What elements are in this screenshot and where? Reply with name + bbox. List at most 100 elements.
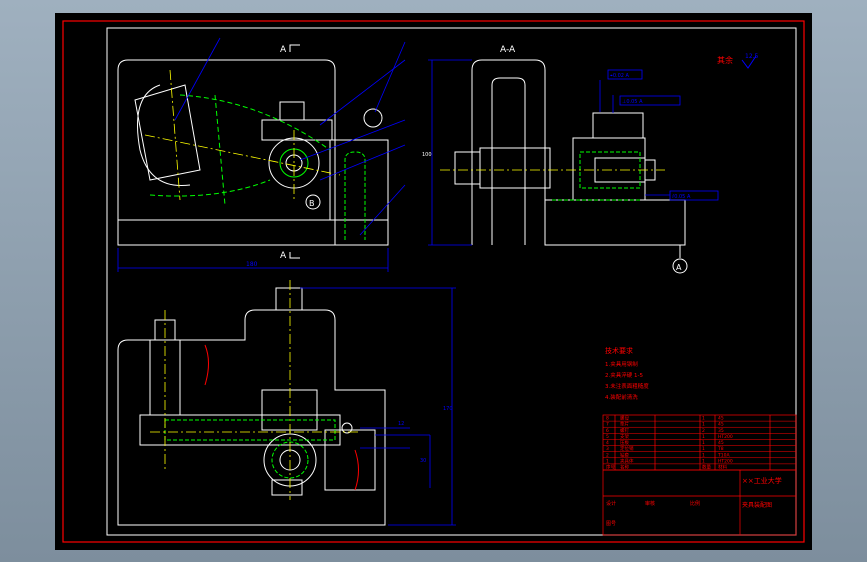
tb-cell: 35 xyxy=(718,428,724,434)
leader-3 xyxy=(319,59,406,126)
dim-small-1: 12 xyxy=(398,421,404,427)
plan-outline xyxy=(117,309,386,526)
tb-cell: 1 xyxy=(702,422,705,428)
tolerance-3: ⫽0.05 A xyxy=(671,194,691,200)
roughness-label: 其余 xyxy=(717,55,733,65)
tb-cell: 名称 xyxy=(620,464,629,471)
tb-cell: 7 xyxy=(606,422,609,428)
datum-b-bubble xyxy=(305,194,321,210)
tb-cell: 8 xyxy=(606,416,609,422)
tol-frame-2 xyxy=(619,95,681,106)
hidden-line-1 xyxy=(214,94,226,206)
tb-cell: 2 xyxy=(606,452,609,458)
break-line-2 xyxy=(354,449,359,491)
tb-cell: 5 xyxy=(606,434,609,440)
tb-cell: 垫片 xyxy=(620,421,629,428)
tb-cell: 螺母 xyxy=(620,415,629,422)
centerline-3 xyxy=(169,69,181,201)
tb-cell: HT200 xyxy=(718,434,733,440)
inner-border xyxy=(106,27,797,536)
section-aa-label: A-A xyxy=(500,45,516,55)
tb-cell: 1 xyxy=(702,440,705,446)
pivot-circle xyxy=(363,108,383,128)
section-nut xyxy=(454,151,481,185)
drawing-name: 夹具装配图 xyxy=(742,501,772,509)
plan-screw-head xyxy=(275,287,303,311)
dim-height-section: 100 xyxy=(422,152,432,158)
tb-cell: 2 xyxy=(702,428,705,434)
leader-1 xyxy=(174,37,221,121)
tech-note-3: 3.未注表面粗糙度 xyxy=(605,382,649,390)
break-line-1 xyxy=(204,344,209,386)
tb-cell: T10A xyxy=(717,452,730,458)
tb-cell: T8 xyxy=(717,446,724,452)
plan-boss xyxy=(261,389,318,431)
tb-cell: 4 xyxy=(606,440,609,446)
leader-6 xyxy=(359,184,406,236)
arc-clamp xyxy=(137,84,191,187)
section-frame xyxy=(471,59,546,245)
datum-b-label: B xyxy=(309,199,315,208)
school-name: ××工业大学 xyxy=(742,476,782,485)
drawing-sheet xyxy=(55,13,812,550)
title-block-frame xyxy=(602,414,797,536)
tb-cell: 1 xyxy=(702,434,705,440)
hidden-arc-2 xyxy=(149,179,271,197)
roughness-value: 12.5 xyxy=(745,53,759,60)
roughness-symbol xyxy=(741,55,757,69)
body-outline xyxy=(117,59,336,245)
tolerance-1: ⌖0.02 A xyxy=(610,73,630,79)
top-view-leaders xyxy=(117,37,406,272)
leader-4 xyxy=(299,119,406,161)
tb-cell: 45 xyxy=(718,440,724,446)
plan-pin xyxy=(341,422,353,434)
tb-cell: 45 xyxy=(718,416,724,422)
clamp-jaw xyxy=(134,84,201,181)
view-a-label-bottom: A xyxy=(280,251,287,261)
leader-2 xyxy=(374,41,406,113)
plan-block xyxy=(324,429,376,491)
hidden-arc-1 xyxy=(179,94,331,151)
tb-cell: 夹具体 xyxy=(620,457,634,464)
footer-design: 设计 xyxy=(606,500,616,507)
tb-cell: 材料 xyxy=(718,464,727,471)
lever-nut xyxy=(279,101,305,121)
centerline-1 xyxy=(144,134,341,176)
section-arrow-top xyxy=(289,44,300,52)
footer-review: 审核 xyxy=(645,500,655,507)
footer-scale: 比例 xyxy=(690,500,700,507)
base-plate xyxy=(117,219,389,246)
support-block xyxy=(329,139,389,221)
tb-cell: 1 xyxy=(606,458,609,464)
datum-a-label: A xyxy=(676,263,682,272)
section-cap xyxy=(592,112,644,139)
leader-5 xyxy=(319,144,406,181)
view-a-label-top: A xyxy=(280,45,287,55)
outer-border xyxy=(62,20,805,543)
tb-cell: 压板 xyxy=(620,439,629,446)
bottom-view-centerlines xyxy=(150,280,360,500)
tolerance-2: ⊥0.05 A xyxy=(622,99,643,105)
tb-cell: 支架 xyxy=(620,433,629,440)
section-dims xyxy=(428,59,719,246)
tech-note-2: 2.夹具淬硬 1-5 xyxy=(605,371,643,379)
tb-cell: 1 xyxy=(702,458,705,464)
tech-note-1: 1.夹具用钢制 xyxy=(605,360,638,368)
plan-bottom-nut xyxy=(271,479,303,496)
top-view-hidden xyxy=(149,94,331,206)
bottom-dims xyxy=(300,287,456,526)
section-arrow-bottom xyxy=(289,252,300,259)
tech-note-4: 4.装配前清洗 xyxy=(605,393,638,401)
tb-cell: 1 xyxy=(702,446,705,452)
tb-cell: 螺钉 xyxy=(620,427,629,434)
tol-frame-1 xyxy=(607,69,643,80)
tb-cell: 3 xyxy=(606,446,609,452)
plan-hidden-arm xyxy=(164,419,336,441)
tb-cell: HT200 xyxy=(718,458,733,464)
footer-number: 图号 xyxy=(606,521,616,527)
tb-cell: 数量 xyxy=(702,464,711,471)
tb-cell: 钻套 xyxy=(620,451,629,458)
